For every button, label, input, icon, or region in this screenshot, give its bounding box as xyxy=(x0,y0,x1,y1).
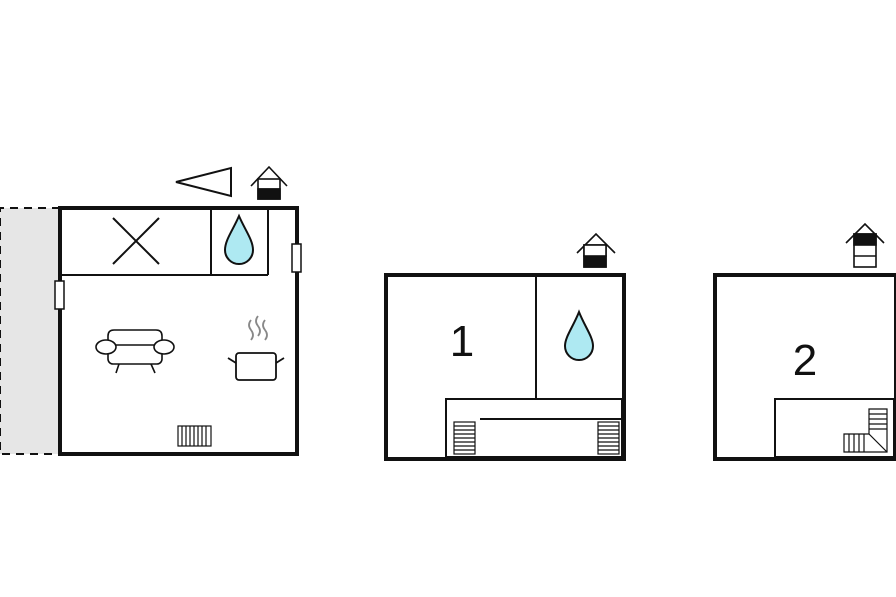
window-right xyxy=(291,243,302,273)
second-floor-walls xyxy=(713,273,896,461)
compass-arrow-icon xyxy=(175,166,232,198)
first-floor-walls xyxy=(384,273,626,461)
ground-floor-walls xyxy=(58,206,299,456)
floor-indicator-icon xyxy=(845,222,885,268)
window-left xyxy=(54,280,65,310)
ground-floor-plan xyxy=(0,165,302,456)
second-floor-plan: 2 xyxy=(713,222,896,461)
first-floor-landing xyxy=(445,398,623,458)
water-drop-icon xyxy=(563,309,595,361)
floor-indicator-icon xyxy=(576,232,616,268)
cooking-pot-icon xyxy=(227,315,285,381)
radiator-icon xyxy=(177,425,212,447)
room-number-2: 2 xyxy=(793,336,817,385)
stairs-icon xyxy=(453,421,476,455)
terrace-dashed-border xyxy=(0,207,60,455)
floor-indicator-icon xyxy=(250,165,288,200)
first-floor-plan: 1 xyxy=(384,232,626,461)
double-bed-cross-icon xyxy=(112,217,160,265)
room-number-1: 1 xyxy=(450,317,474,366)
sofa-icon xyxy=(95,329,175,374)
second-floor-landing xyxy=(774,398,895,458)
water-drop-icon xyxy=(223,213,255,265)
stairs-icon xyxy=(597,421,620,455)
terrace-area xyxy=(0,208,60,454)
stairs-icon xyxy=(843,408,888,453)
